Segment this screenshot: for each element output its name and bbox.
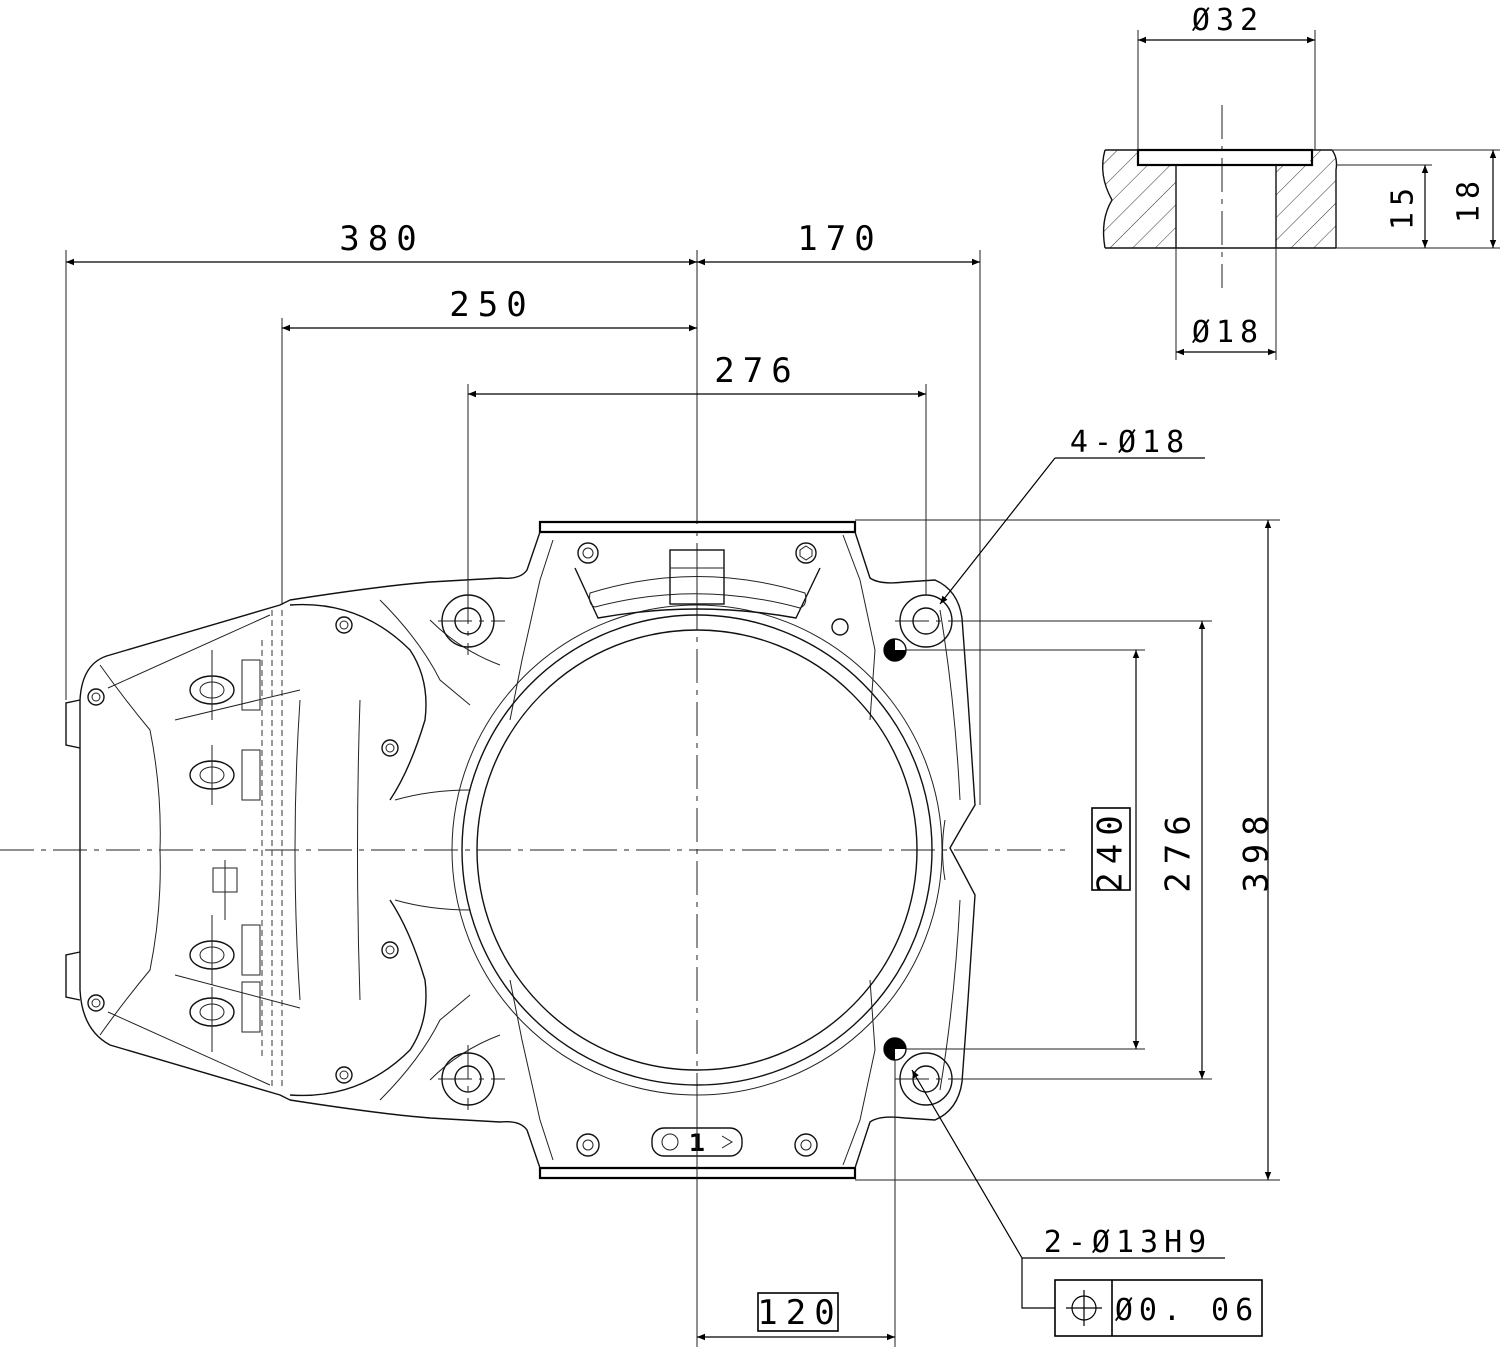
dimension-120: 120 <box>697 1292 895 1341</box>
counterbore-section: Ø32 Ø18 15 18 <box>1102 3 1500 360</box>
leader-4-holes: 4-Ø18 <box>939 425 1205 605</box>
center-lines <box>0 105 1223 1110</box>
dim-240-label: 240 <box>1091 807 1131 892</box>
pin-hole <box>883 638 907 662</box>
tolerance-value: Ø0. 06 <box>1115 1293 1259 1328</box>
connector-icon <box>189 981 261 1052</box>
connector-icon <box>189 650 261 720</box>
dim-120-label: 120 <box>757 1293 842 1333</box>
main-bore <box>451 604 943 1096</box>
dimension-240: 240 <box>1091 650 1140 1049</box>
dim-398-label: 398 <box>1237 807 1277 892</box>
screws <box>87 616 399 1084</box>
pin-hole <box>883 1037 907 1061</box>
dimension-276-v: 276 <box>1159 621 1206 1079</box>
pin-holes-label: 2-Ø13H9 <box>1044 1225 1212 1260</box>
through-hole-dia-label: Ø18 <box>1192 315 1264 350</box>
leader-2-pins: 2-Ø13H9 <box>911 1069 1225 1309</box>
dimension-250: 250 <box>282 285 697 332</box>
dim-250-label: 250 <box>449 285 534 325</box>
connector-group <box>189 650 261 1052</box>
dimension-276-h: 276 <box>468 351 926 398</box>
depth-18-label: 18 <box>1452 175 1487 223</box>
top-feature <box>574 542 849 636</box>
dimension-398: 398 <box>1237 520 1277 1180</box>
counterbore-dia-label: Ø32 <box>1192 3 1264 38</box>
extension-lines <box>65 250 1280 1347</box>
dim-170-label: 170 <box>797 219 882 259</box>
depth-15-label: 15 <box>1386 182 1421 230</box>
dimension-380: 380 <box>66 219 697 266</box>
position-icon <box>1066 1290 1102 1326</box>
dim-276h-label: 276 <box>714 351 799 391</box>
dim-276v-label: 276 <box>1159 807 1199 892</box>
dim-380-label: 380 <box>339 219 424 259</box>
tolerance-frame: Ø0. 06 <box>1054 1279 1263 1337</box>
dimension-170: 170 <box>697 219 980 266</box>
connector-icon <box>212 860 238 920</box>
connector-icon <box>189 915 261 985</box>
hidden-lines <box>261 610 283 1090</box>
base-plate <box>65 520 976 1180</box>
bolt-holes-label: 4-Ø18 <box>1070 425 1190 460</box>
bolt-hole <box>441 1052 495 1106</box>
connector-icon <box>189 745 261 805</box>
